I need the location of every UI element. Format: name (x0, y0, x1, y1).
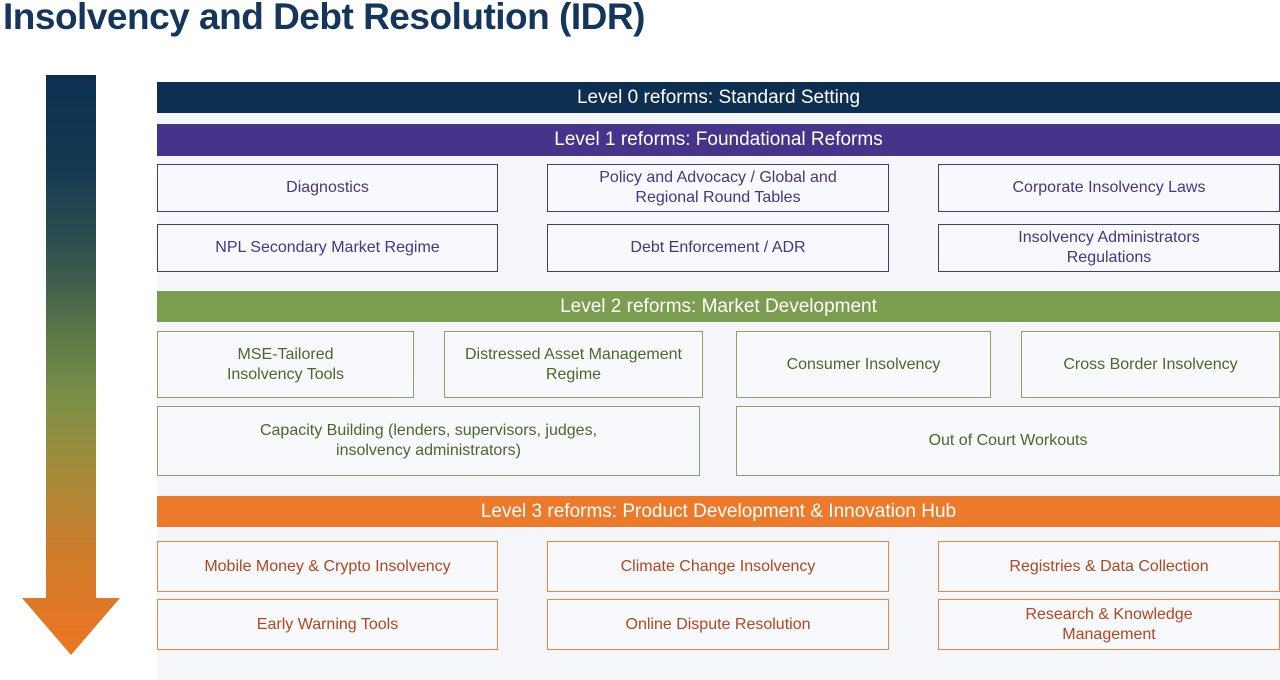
level1-item-corporate-insolvency-laws: Corporate Insolvency Laws (938, 164, 1280, 212)
level3-item-online-dispute-resolution: Online Dispute Resolution (547, 599, 889, 650)
gradient-flow-arrow (22, 75, 120, 655)
level1-item-policy-advocacy: Policy and Advocacy / Global and Regiona… (547, 164, 889, 212)
level-1-header: Level 1 reforms: Foundational Reforms (157, 124, 1280, 156)
level1-item-debt-enforcement-adr: Debt Enforcement / ADR (547, 224, 889, 272)
level2-item-capacity-building: Capacity Building (lenders, supervisors,… (157, 406, 700, 476)
level-1-header-label: Level 1 reforms: Foundational Reforms (554, 129, 883, 150)
level1-item-diagnostics: Diagnostics (157, 164, 498, 212)
level3-item-mobile-money-crypto: Mobile Money & Crypto Insolvency (157, 541, 498, 592)
level2-item-cross-border-insolvency: Cross Border Insolvency (1021, 331, 1280, 398)
level1-item-insolvency-administrators: Insolvency Administrators Regulations (938, 224, 1280, 272)
level2-item-consumer-insolvency: Consumer Insolvency (736, 331, 991, 398)
level2-item-mse-tailored-tools: MSE-Tailored Insolvency Tools (157, 331, 414, 398)
level-2-header: Level 2 reforms: Market Development (157, 291, 1280, 322)
level-3-header: Level 3 reforms: Product Development & I… (157, 496, 1280, 527)
level2-item-out-of-court-workouts: Out of Court Workouts (736, 406, 1280, 476)
level-0-header-label: Level 0 reforms: Standard Setting (576, 86, 861, 108)
level2-item-distressed-asset-regime: Distressed Asset Management Regime (444, 331, 703, 398)
level-3-header-label: Level 3 reforms: Product Development & I… (480, 500, 957, 522)
level3-item-registries-data-collection: Registries & Data Collection (938, 541, 1280, 592)
level1-item-npl-secondary-market: NPL Secondary Market Regime (157, 224, 498, 272)
level-2-header-label: Level 2 reforms: Market Development (560, 295, 877, 317)
level-0-header: Level 0 reforms: Standard Setting (157, 82, 1280, 113)
level3-item-climate-change-insolvency: Climate Change Insolvency (547, 541, 889, 592)
reform-levels-panel: Level 0 reforms: Standard Setting Level … (157, 82, 1280, 680)
level3-item-research-knowledge-mgmt: Research & Knowledge Management (938, 599, 1280, 650)
page-title: Insolvency and Debt Resolution (IDR) (3, 0, 645, 37)
level3-item-early-warning-tools: Early Warning Tools (157, 599, 498, 650)
